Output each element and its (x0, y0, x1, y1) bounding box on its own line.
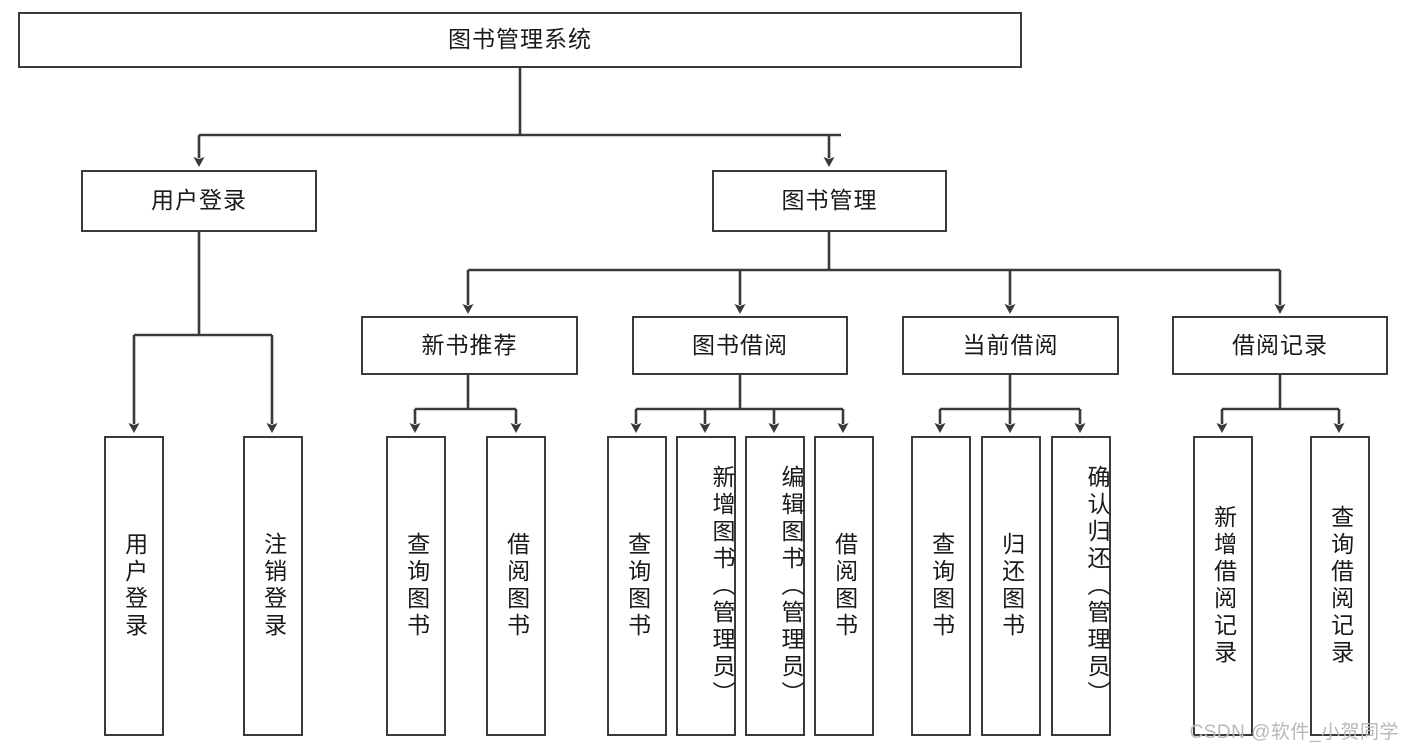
leaf-borrow-record-query[interactable]: 查询借阅记录 (1310, 436, 1370, 736)
leaf-new-book-borrow[interactable]: 借阅图书 (486, 436, 546, 736)
leaf-user-login-logout[interactable]: 注销登录 (243, 436, 303, 736)
leaf-current-borrow-return[interactable]: 归还图书 (981, 436, 1041, 736)
leaf-current-borrow-confirm-return[interactable]: 确认归还（管理员） (1051, 436, 1111, 736)
leaf-book-borrow-edit[interactable]: 编辑图书（管理员） (745, 436, 805, 736)
node-current-borrow[interactable]: 当前借阅 (902, 316, 1119, 375)
node-borrow-record[interactable]: 借阅记录 (1172, 316, 1388, 375)
leaf-borrow-record-add[interactable]: 新增借阅记录 (1193, 436, 1253, 736)
leaf-book-borrow-borrow[interactable]: 借阅图书 (814, 436, 874, 736)
node-root[interactable]: 图书管理系统 (18, 12, 1022, 68)
node-book-management[interactable]: 图书管理 (712, 170, 947, 232)
leaf-book-borrow-add[interactable]: 新增图书（管理员） (676, 436, 736, 736)
node-book-borrow[interactable]: 图书借阅 (632, 316, 848, 375)
leaf-book-borrow-query[interactable]: 查询图书 (607, 436, 667, 736)
csdn-watermark: CSDN @软件_小贺同学 (1189, 722, 1399, 743)
node-new-book-recommend[interactable]: 新书推荐 (361, 316, 578, 375)
leaf-user-login-login[interactable]: 用户登录 (104, 436, 164, 736)
node-user-login[interactable]: 用户登录 (81, 170, 317, 232)
leaf-current-borrow-query[interactable]: 查询图书 (911, 436, 971, 736)
leaf-new-book-query[interactable]: 查询图书 (386, 436, 446, 736)
